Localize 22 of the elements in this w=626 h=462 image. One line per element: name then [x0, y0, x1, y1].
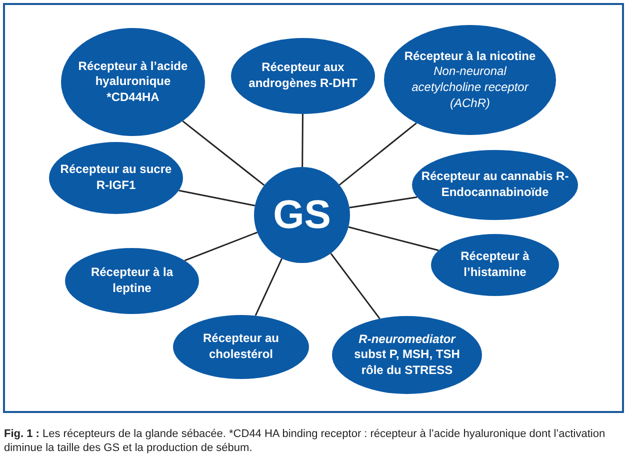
node-label: Récepteur au sucre R-IGF1 — [59, 162, 173, 194]
connector-line — [184, 232, 258, 262]
connector-line — [338, 122, 417, 186]
node-label: Récepteur aux androgènes R-DHT — [248, 60, 358, 92]
node-label: Non-neuronal acetylcholine receptor (AChR) — [410, 64, 530, 112]
connector-line — [348, 226, 439, 252]
connector-line — [330, 252, 380, 320]
node-label: R-neuromediator — [358, 332, 456, 348]
connector-line — [349, 196, 418, 208]
node-label: Récepteur au cholestérol — [202, 331, 280, 363]
node-label: Récepteur à la leptine — [90, 265, 174, 297]
node-label: Récepteur à l’acide hyaluronique *CD44HA — [77, 58, 189, 106]
node-label: Récepteur à l’histamine — [460, 249, 530, 281]
connector-line — [178, 190, 256, 206]
node-label: subst P, MSH, TSH rôle du STRESS — [353, 347, 461, 378]
node-label: Récepteur à la nicotine — [404, 48, 536, 64]
connector-line — [254, 258, 283, 316]
figure-caption: Fig. 1 : Les récepteurs de la glande sébacée. *CD44 HA binding receptor : récepteur à l’acide hyaluronique dont l’activation diminue la taille des GS et la production de sébum. — [4, 427, 606, 456]
connector-line — [182, 120, 265, 186]
connector-line — [302, 114, 304, 167]
node-label: Récepteur au cannabis R-Endocannabinoïde — [420, 169, 570, 201]
node-title: GS — [273, 192, 331, 239]
